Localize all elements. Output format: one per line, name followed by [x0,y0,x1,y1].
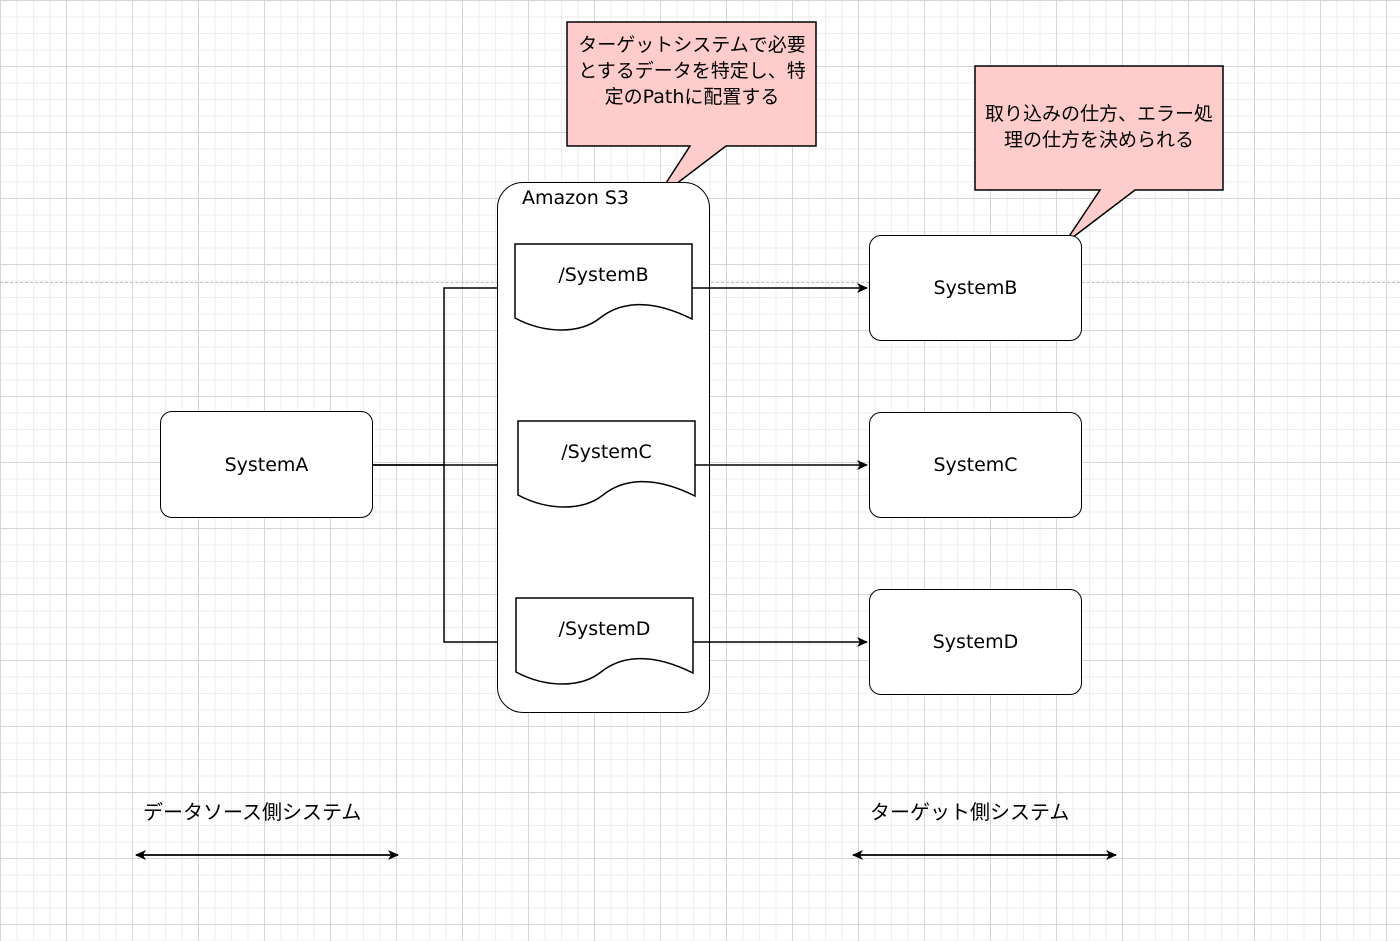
systemb-node[interactable]: SystemB [869,235,1082,341]
path-systemb-document[interactable] [514,243,693,331]
systema-label: SystemA [224,453,309,476]
connector-systema-to-path-d[interactable] [443,465,516,647]
path-systemb-label: /SystemB [558,264,649,286]
target-connectors [692,283,868,647]
systemd-node[interactable]: SystemD [869,589,1082,695]
s3-title: Amazon S3 [522,187,629,209]
path-systemc-document[interactable] [517,420,696,508]
source-connectors [373,283,518,647]
path-systemd-label: /SystemD [558,618,651,640]
systemc-node[interactable]: SystemC [869,412,1082,518]
path-systemc-label: /SystemC [561,441,652,463]
s3-note-callout[interactable] [566,21,817,201]
systemd-label: SystemD [932,631,1019,653]
target-note-text: 取り込みの仕方、エラー処理の仕方を決められる [984,103,1213,151]
systemb-label: SystemB [933,277,1018,299]
s3-note-text: ターゲットシステムで必要とするデータを特定し、特定のPathに配置する [578,34,806,108]
target-side-label: ターゲット側システム [870,800,1070,824]
target-note-callout[interactable] [974,65,1224,245]
systemc-label: SystemC [933,454,1018,476]
source-side-label: データソース側システム [143,800,362,824]
path-systemd-document[interactable] [515,597,694,685]
systema-node[interactable]: SystemA [160,411,373,518]
